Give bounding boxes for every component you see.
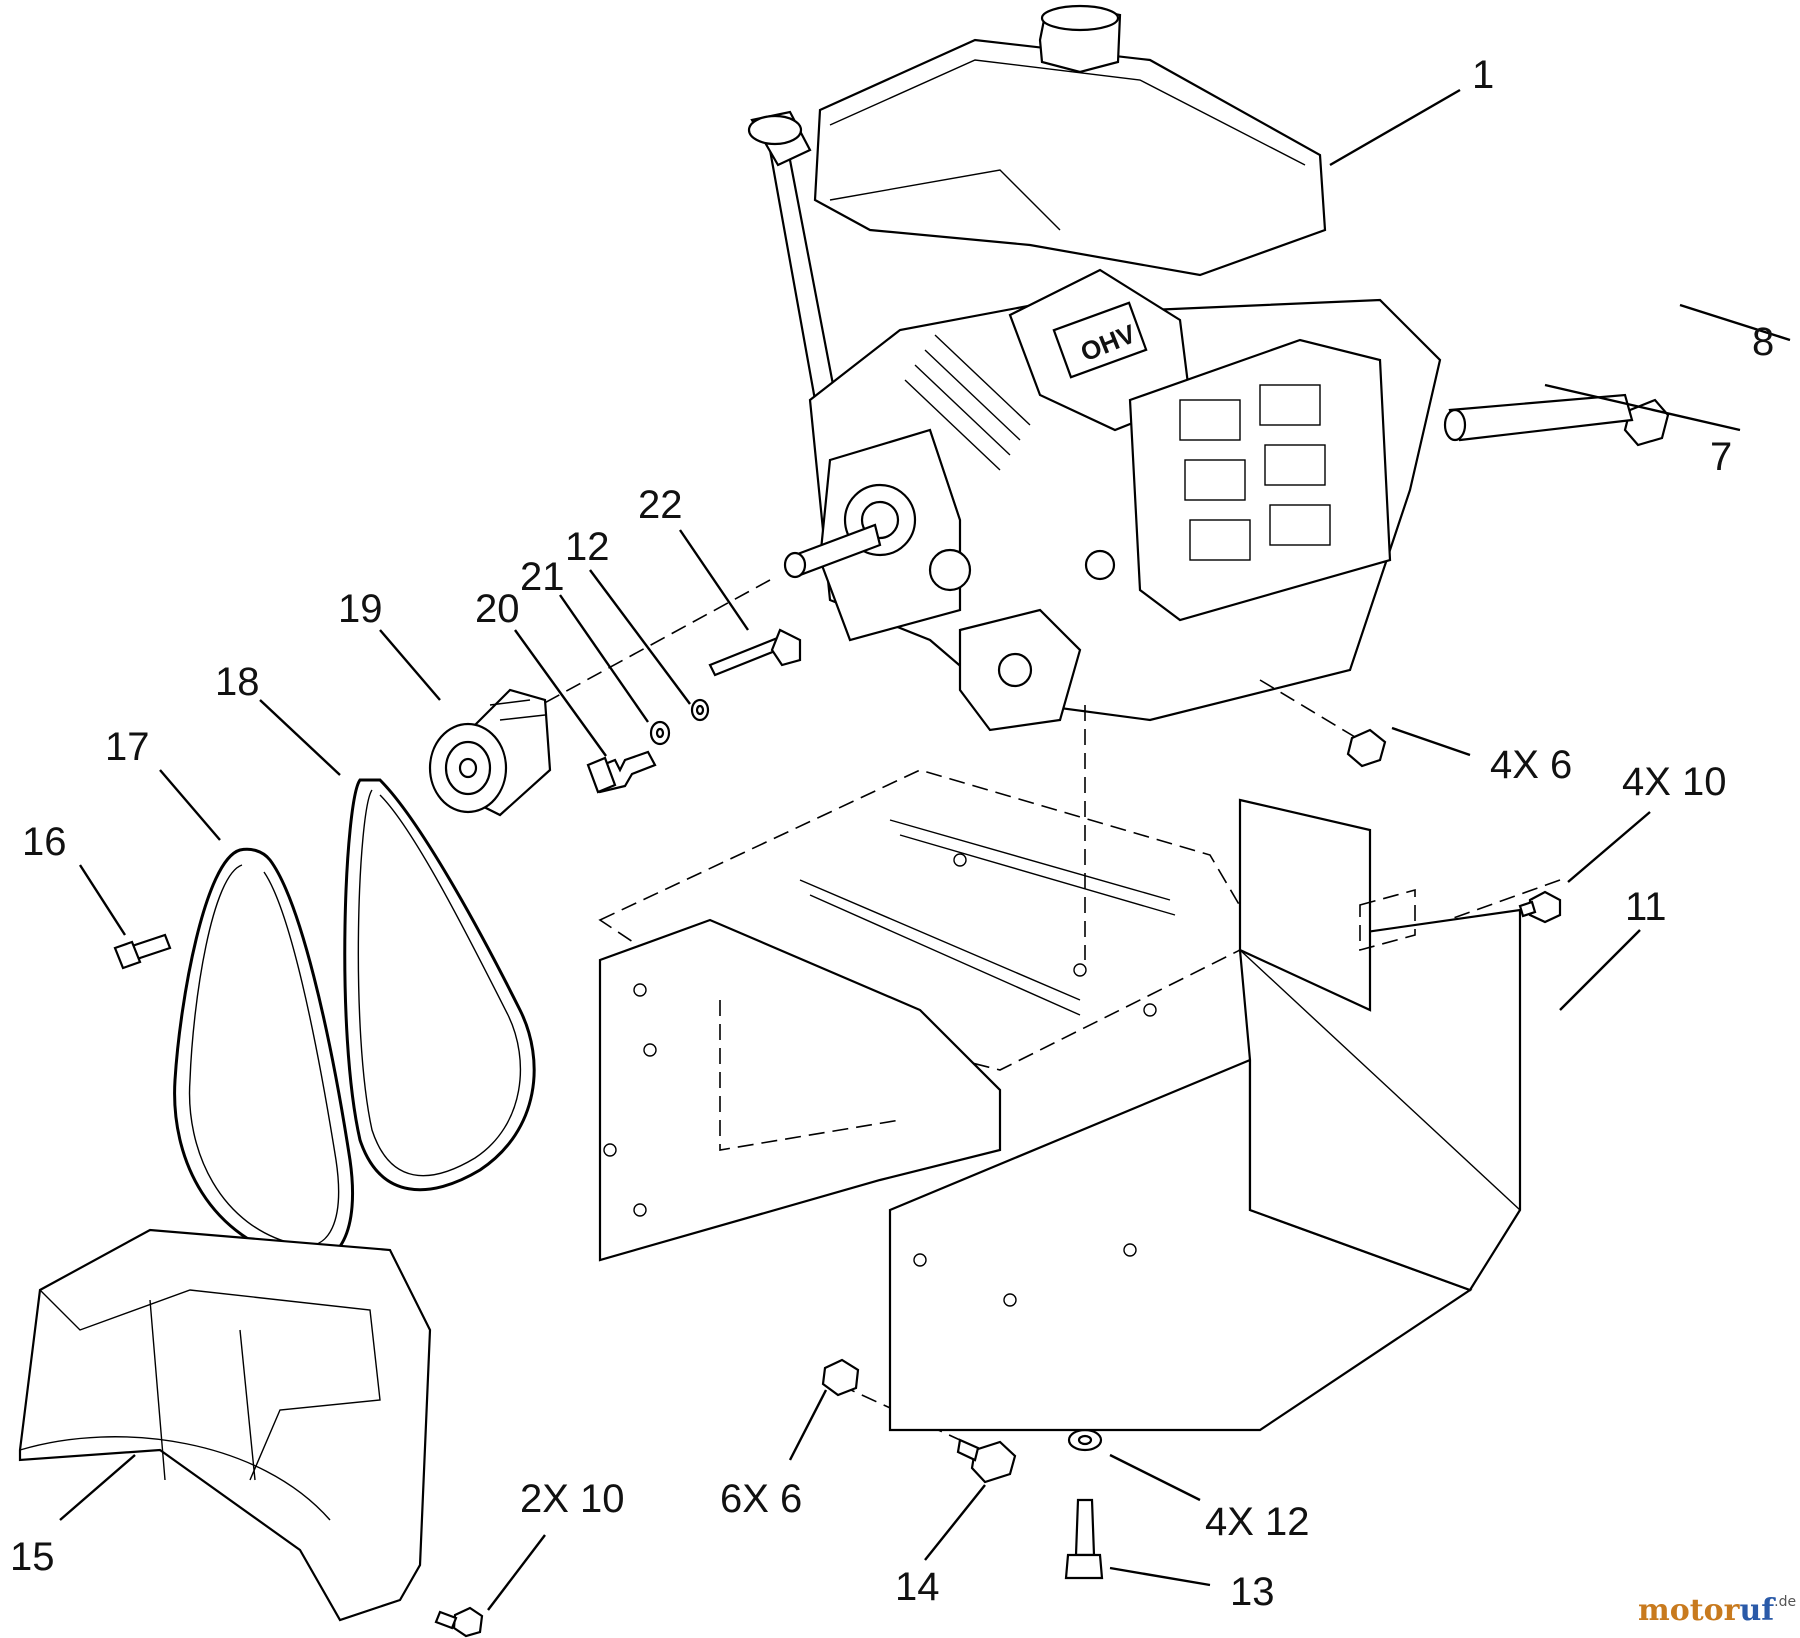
part-14-bolt xyxy=(956,1438,1017,1484)
part-8-nut xyxy=(1623,398,1670,447)
callout-19: 19 xyxy=(338,587,383,631)
callout-4x12: 4X 12 xyxy=(1205,1500,1310,1544)
part-22-key xyxy=(708,628,802,677)
callout-6x6: 6X 6 xyxy=(720,1477,802,1521)
part-screw-4x10 xyxy=(1518,890,1562,924)
watermark-part1: motor xyxy=(1638,1593,1741,1628)
callout-13: 13 xyxy=(1230,1570,1275,1614)
part-20-bolt xyxy=(586,750,657,794)
part-washer-4x12 xyxy=(1067,1428,1103,1452)
callout-11: 11 xyxy=(1625,885,1667,929)
engine-assembly: OHV xyxy=(747,4,1442,732)
callout-22: 22 xyxy=(638,483,683,527)
part-13-bolt xyxy=(1064,1498,1104,1580)
part-7-spacer xyxy=(1443,393,1634,442)
part-screw-2x10 xyxy=(434,1606,484,1638)
callout-21: 21 xyxy=(520,555,565,599)
part-16-bolt xyxy=(113,933,172,970)
part-nut-6x6 xyxy=(821,1358,860,1397)
callout-4x6: 4X 6 xyxy=(1490,743,1572,787)
callout-2x10: 2X 10 xyxy=(520,1477,625,1521)
part-18-belt xyxy=(343,778,536,1192)
part-15-belt-cover xyxy=(18,1228,432,1622)
callout-15: 15 xyxy=(10,1535,55,1579)
callout-16: 16 xyxy=(22,820,67,864)
callout-20: 20 xyxy=(475,587,520,631)
part-12-washer xyxy=(690,698,710,722)
watermark-part2: uf xyxy=(1739,1593,1776,1628)
callout-12: 12 xyxy=(565,525,610,569)
svg-text:motoruf.de: motoruf.de xyxy=(1638,1593,1796,1628)
callout-4x10: 4X 10 xyxy=(1622,760,1727,804)
callout-14: 14 xyxy=(895,1565,940,1609)
callout-labels: 1 8 7 4X 6 4X 10 11 22 12 21 20 19 18 17… xyxy=(10,53,1774,1614)
part-nut-4x6 xyxy=(1346,728,1387,768)
part-17-belt xyxy=(173,847,355,1263)
callout-8: 8 xyxy=(1752,320,1774,364)
callout-1: 1 xyxy=(1472,53,1494,97)
callout-17: 17 xyxy=(105,725,150,769)
engine-mount-frame xyxy=(598,769,1522,1432)
part-19-pulley xyxy=(428,688,552,817)
part-21-lock-washer xyxy=(649,720,671,746)
watermark-suffix: .de xyxy=(1774,1594,1796,1610)
callout-7: 7 xyxy=(1710,435,1732,479)
callout-leader-lines xyxy=(59,88,1791,1611)
watermark-logo: motoruf.de xyxy=(1638,1593,1796,1628)
callout-18: 18 xyxy=(215,660,260,704)
